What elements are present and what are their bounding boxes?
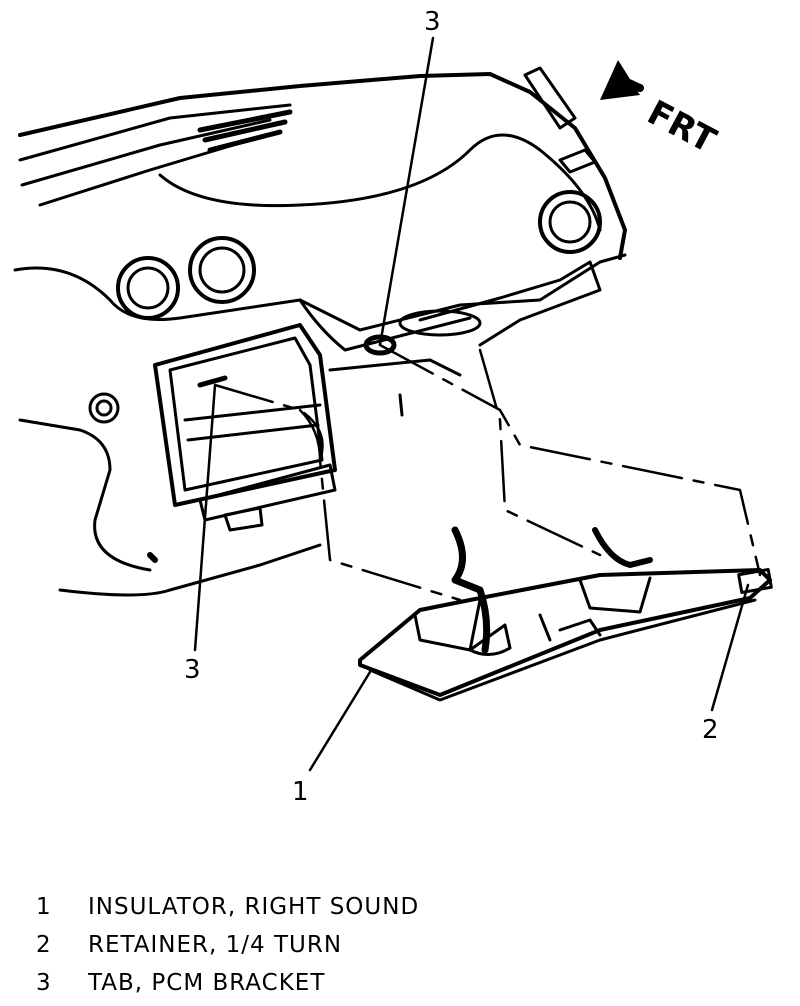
legend-text: RETAINER, 1/4 TURN (88, 932, 343, 958)
front-label: FRT (641, 93, 723, 162)
legend-number: 2 (36, 932, 52, 958)
callout-1: 1 (292, 777, 309, 807)
legend-row: 1 INSULATOR, RIGHT SOUND (36, 888, 776, 926)
parts-legend: 1 INSULATOR, RIGHT SOUND 2 RETAINER, 1/4… (36, 888, 776, 1002)
legend-row: 2 RETAINER, 1/4 TURN (36, 926, 776, 964)
callout-3-upper: 3 (424, 7, 441, 37)
front-arrow-icon (600, 60, 644, 100)
instrument-panel (13, 66, 627, 597)
tab-pcm-bracket-upper (363, 334, 397, 356)
legend-number: 3 (36, 970, 52, 996)
callout-2: 2 (702, 715, 719, 745)
legend-text: INSULATOR, RIGHT SOUND (88, 894, 420, 920)
leader-lines (193, 36, 762, 772)
legend-text: TAB, PCM BRACKET (88, 970, 326, 996)
legend-row: 3 TAB, PCM BRACKET (36, 964, 776, 1002)
legend-number: 1 (36, 894, 52, 920)
tab-pcm-bracket-lower (197, 375, 228, 388)
callout-3-lower: 3 (184, 655, 201, 685)
sound-insulator (358, 526, 773, 702)
